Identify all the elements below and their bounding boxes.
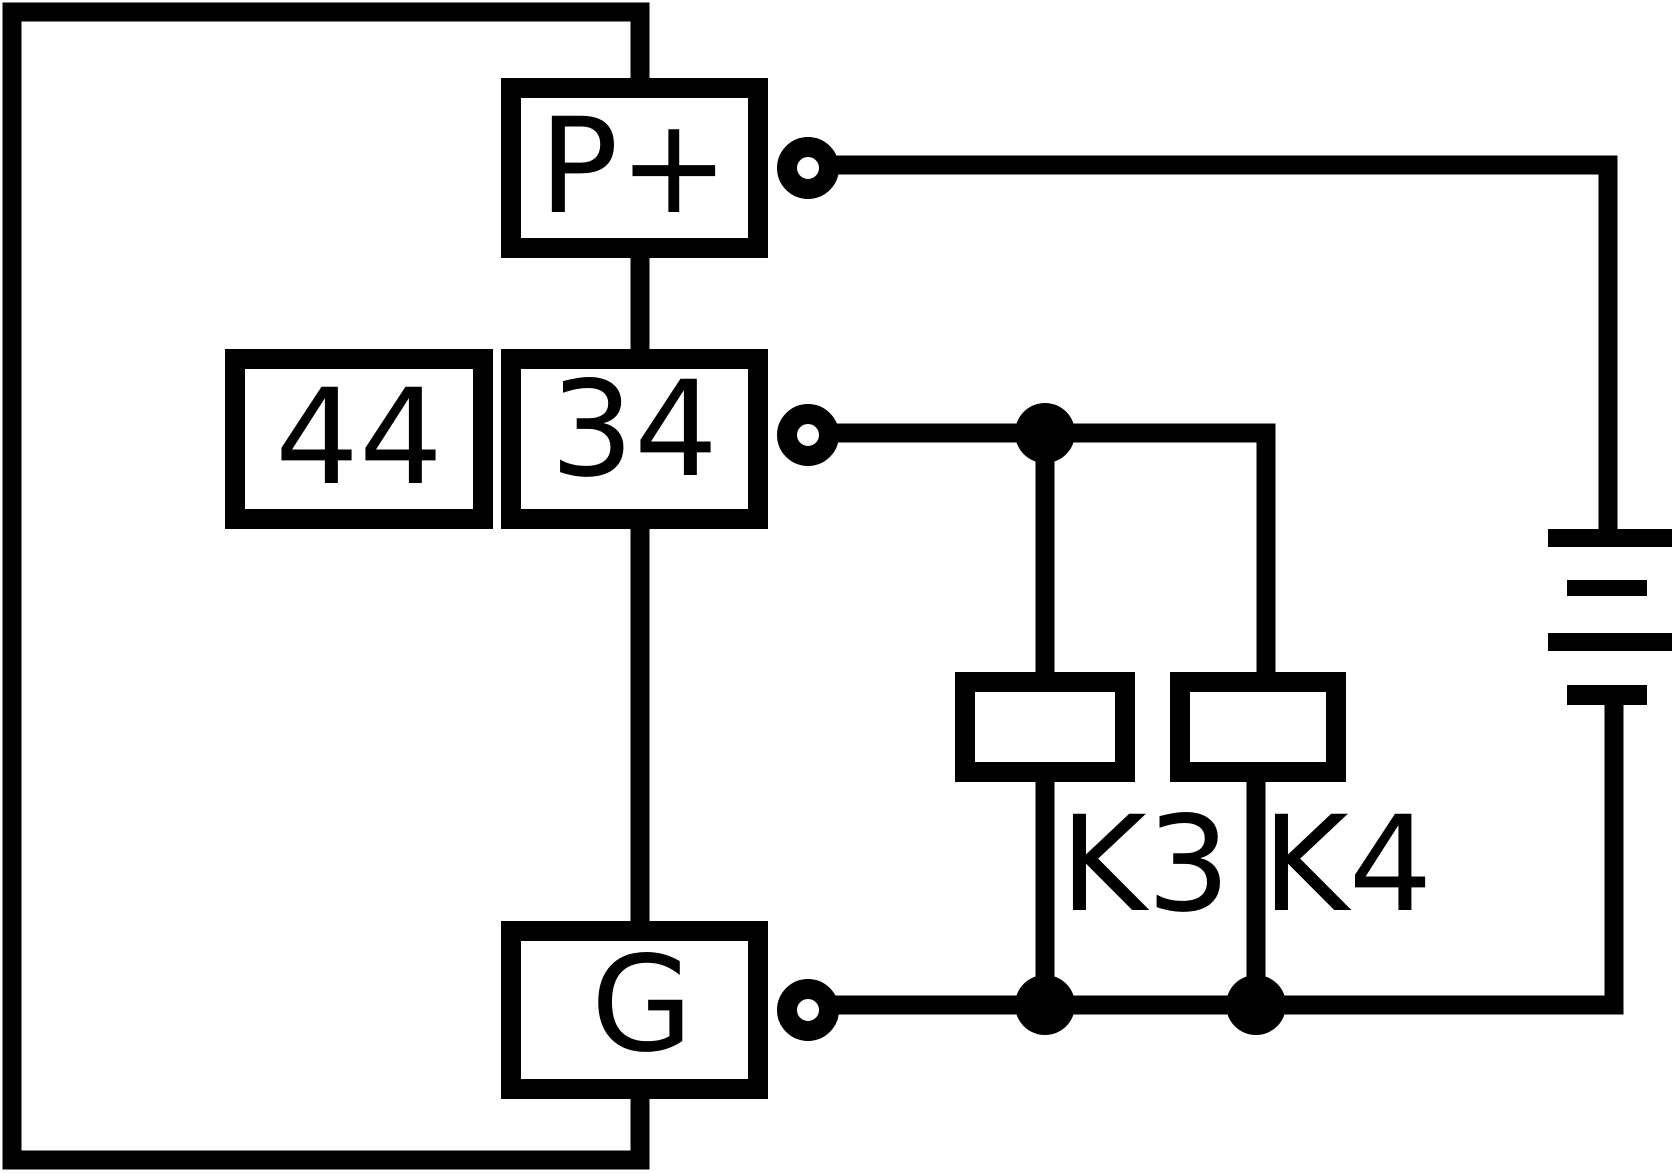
terminal-box-g: G xyxy=(501,921,768,1099)
wire-34-to-relays xyxy=(820,423,1276,683)
terminal-box-44: 44 xyxy=(225,349,493,529)
battery-plate-short-top xyxy=(1567,580,1647,596)
outer-loop-wire xyxy=(2,2,650,1170)
battery-symbol xyxy=(1548,529,1672,705)
junction-dot-g-k3 xyxy=(1015,975,1075,1035)
battery-plate-long-bottom xyxy=(1548,633,1672,651)
battery-plate-short-bottom xyxy=(1567,685,1647,705)
terminal-label-p-plus: P+ xyxy=(539,90,729,244)
relay-coil-k4 xyxy=(1170,672,1346,782)
terminal-label-g: G xyxy=(591,928,693,1082)
relay-label-k3: K3 xyxy=(1060,788,1231,942)
terminal-connector-34 xyxy=(777,404,839,466)
wire-g-to-battery xyxy=(820,695,1624,1015)
terminal-label-34: 34 xyxy=(550,353,718,507)
terminal-box-p-plus: P+ xyxy=(501,78,768,258)
terminal-connector-g xyxy=(777,979,839,1041)
junction-dot-g-k4 xyxy=(1226,975,1286,1035)
junction-dot-34-k3 xyxy=(1015,403,1075,463)
relay-coil-k3 xyxy=(955,672,1135,782)
battery-plate-long-top xyxy=(1548,529,1672,547)
terminal-box-34: 34 xyxy=(501,349,768,529)
terminal-label-44: 44 xyxy=(275,361,443,515)
wire-p-to-battery xyxy=(820,155,1618,540)
relay-label-k4: K4 xyxy=(1262,788,1433,942)
terminal-connector-p-plus xyxy=(777,137,839,199)
